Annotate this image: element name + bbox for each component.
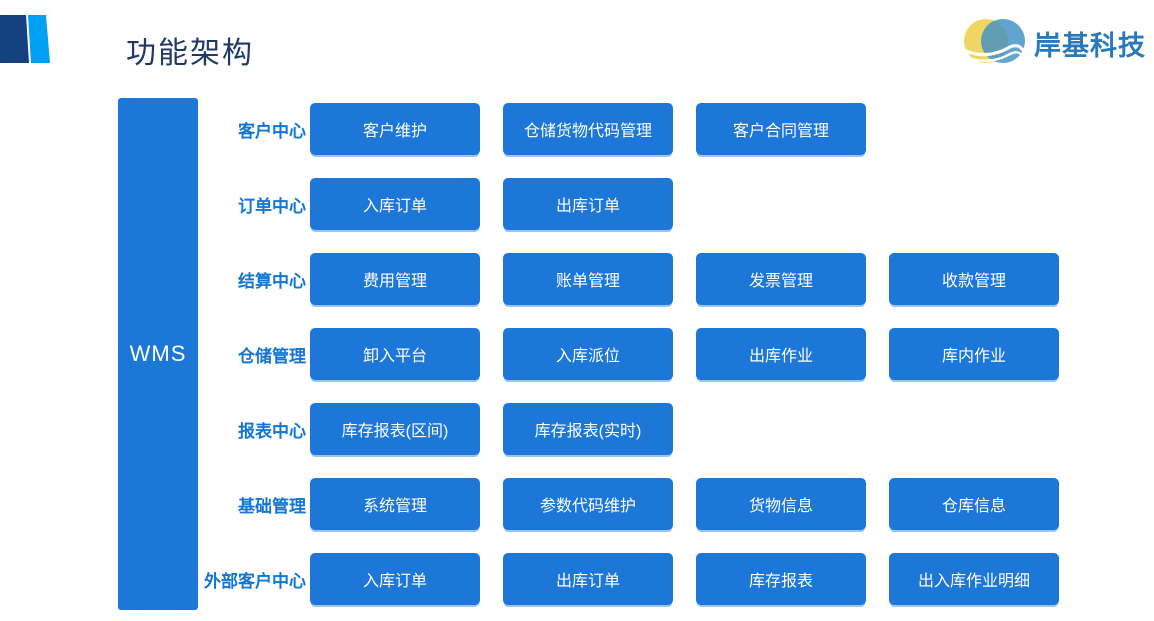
module-button: 出库订单 [503,553,673,605]
module-button: 账单管理 [503,253,673,305]
module-button: 系统管理 [310,478,480,530]
module-button: 参数代码维护 [503,478,673,530]
module-button: 出入库作业明细 [889,553,1059,605]
category-label-basic-management: 基础管理 [238,496,306,516]
module-button: 入库派位 [503,328,673,380]
category-label-warehouse-management: 仓储管理 [238,346,306,366]
module-button: 收款管理 [889,253,1059,305]
page-title: 功能架构 [126,37,254,70]
deco-dark-parallelogram [0,15,29,63]
module-button: 库存报表(实时) [503,403,673,455]
module-button: 入库订单 [310,178,480,230]
module-button: 仓储货物代码管理 [503,103,673,155]
module-button: 客户合同管理 [696,103,866,155]
module-button: 客户维护 [310,103,480,155]
module-button: 发票管理 [696,253,866,305]
category-label-customer-center: 客户中心 [238,121,306,141]
module-button: 库内作业 [889,328,1059,380]
module-button: 入库订单 [310,553,480,605]
globe-swirl-icon [960,19,1029,64]
module-button: 库存报表 [696,553,866,605]
company-logo: 岸基科技 [960,16,1146,70]
wms-root-node: WMS [118,98,198,610]
deco-blue-parallelogram [28,15,50,63]
company-name: 岸基科技 [1034,30,1146,61]
slide-corner-decoration [0,15,50,63]
category-label-report-center: 报表中心 [238,421,306,441]
module-button: 出库订单 [503,178,673,230]
module-button: 仓库信息 [889,478,1059,530]
category-label-external-customer-center: 外部客户中心 [204,571,306,591]
module-button: 费用管理 [310,253,480,305]
category-label-settlement-center: 结算中心 [238,271,306,291]
module-button: 卸入平台 [310,328,480,380]
module-button: 出库作业 [696,328,866,380]
category-label-order-center: 订单中心 [238,196,306,216]
module-button: 货物信息 [696,478,866,530]
module-button: 库存报表(区间) [310,403,480,455]
